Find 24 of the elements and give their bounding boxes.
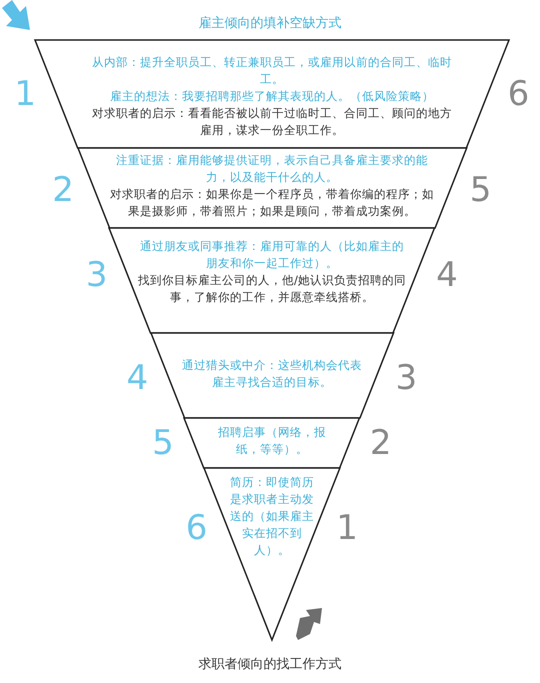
band-text: 对求职者的启示：看看能否被以前干过临时工、合同工、顾问的地方雇用，谋求一份全职工作。 bbox=[91, 105, 453, 139]
step-number: 4 bbox=[126, 360, 148, 396]
step-number: 3 bbox=[86, 257, 108, 293]
step-number: 1 bbox=[336, 510, 358, 546]
band-text: 雇主的想法：我要招聘那些了解其表现的人。（低风险策略） bbox=[109, 88, 435, 105]
diagram-title: 雇主倾向的填补空缺方式 bbox=[198, 15, 342, 32]
step-number: 3 bbox=[395, 360, 418, 396]
step-number: 6 bbox=[186, 510, 208, 546]
step-number: 5 bbox=[470, 172, 492, 208]
band-heading: 从内部：提升全职员工、转正兼职员工，或雇用以前的合同工、临时工。 bbox=[91, 54, 453, 88]
step-number: 2 bbox=[370, 425, 392, 461]
band-heading: 注重证据：雇用能够提供证明，表示自己具备雇主要求的能力，以及能干什么的人。 bbox=[114, 152, 429, 186]
step-number: 6 bbox=[508, 76, 530, 112]
diagram-caption: 求职者倾向的找工作方式 bbox=[198, 656, 342, 673]
band-heading: 招聘启事（网络，报纸，等等）。 bbox=[216, 424, 327, 458]
step-number: 1 bbox=[14, 76, 36, 112]
band-heading: 简历：即使简历是求职者主动发送的（如果雇主实在招不到人）。 bbox=[230, 474, 314, 559]
band-text: 找到你目标雇主公司的人，他/她认识负责招聘的同事，了解你的工作，并愿意牵线搭桥。 bbox=[137, 272, 407, 306]
band-heading: 通过猎头或中介：这些机构会代表雇主寻找合适的目标。 bbox=[180, 357, 363, 391]
step-number: 4 bbox=[436, 257, 458, 293]
step-number: 2 bbox=[52, 172, 74, 208]
band-text: 对求职者的启示：如果你是一个程序员，带着你编的程序；如果是摄影师，带着照片；如果是顾问，带着成功案例。 bbox=[108, 186, 435, 220]
band-heading: 通过朋友或同事推荐：雇用可靠的人（比如雇主的朋友和你一起工作过）。 bbox=[138, 238, 405, 272]
step-number: 5 bbox=[152, 425, 174, 461]
